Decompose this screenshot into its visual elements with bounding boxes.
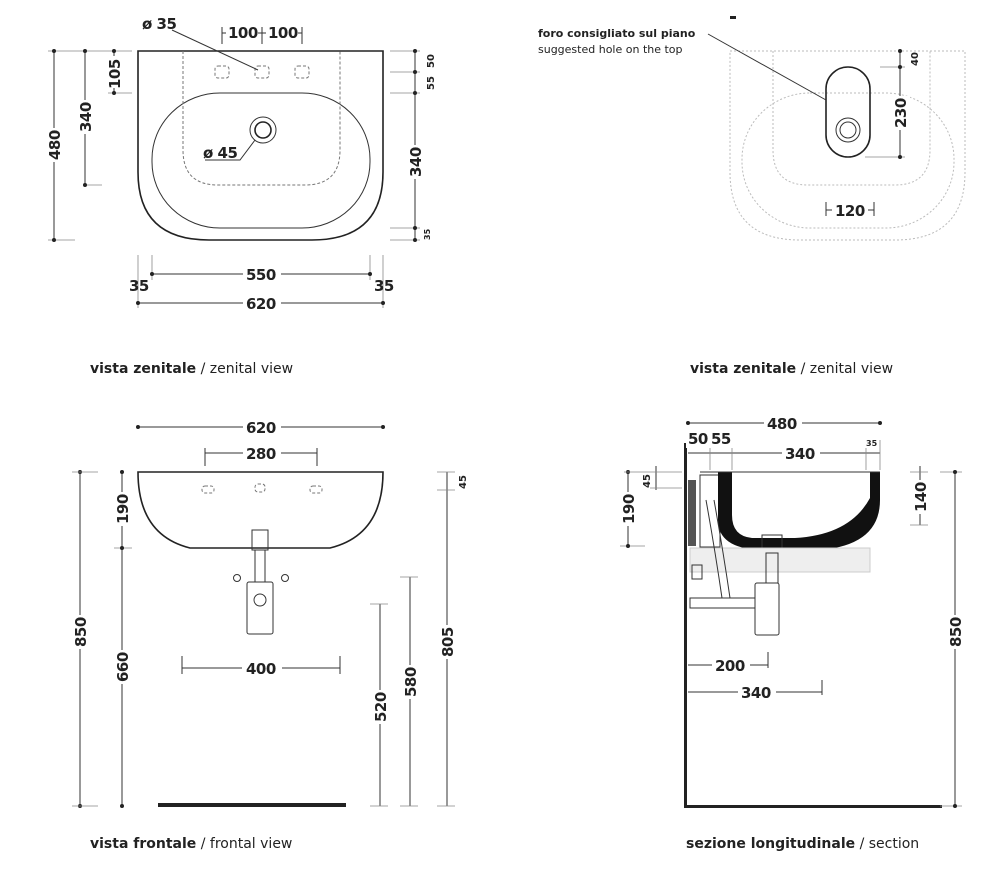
dim-280: 280 bbox=[246, 445, 276, 463]
note-italian: foro consigliato sul piano bbox=[538, 27, 696, 40]
dim-520: 520 bbox=[372, 692, 390, 722]
dim-480-section: 480 bbox=[767, 415, 797, 433]
dim-200: 200 bbox=[715, 657, 745, 675]
basin-section bbox=[718, 472, 880, 550]
dim-660: 660 bbox=[114, 652, 132, 682]
caption-section: sezione longitudinale / section bbox=[686, 836, 919, 852]
hole-diameter-label: ø 35 bbox=[142, 15, 176, 33]
dim-550: 550 bbox=[246, 266, 276, 284]
wall-line bbox=[684, 443, 687, 808]
dim-50-section: 50 bbox=[688, 430, 708, 448]
zenital-view-right: foro consigliato sul piano suggested hol… bbox=[538, 16, 966, 377]
dim-35-left-side: 35 bbox=[129, 277, 149, 295]
frontal-view: 620 280 400 850 190 660 520 580 805 4 bbox=[70, 417, 469, 852]
floor-line bbox=[158, 803, 346, 807]
dim-35-section: 35 bbox=[866, 439, 878, 448]
basin-outline bbox=[137, 50, 384, 241]
dim-35-right: 35 bbox=[423, 228, 432, 240]
dim-45-section: 45 bbox=[642, 474, 653, 488]
dim-140: 140 bbox=[912, 482, 930, 512]
dim-340-left: 340 bbox=[77, 102, 95, 132]
drain-outer bbox=[249, 116, 277, 144]
dim-620-front: 620 bbox=[246, 419, 276, 437]
dim-55-section: 55 bbox=[711, 430, 731, 448]
dim-40: 40 bbox=[910, 52, 921, 66]
basin-outline-hidden bbox=[729, 50, 966, 241]
dim-100-b: 100 bbox=[268, 24, 298, 42]
dim-340-section: 340 bbox=[785, 445, 815, 463]
suggested-hole-slot bbox=[825, 66, 871, 158]
basin-front-outline bbox=[137, 471, 384, 549]
dim-105: 105 bbox=[106, 59, 124, 89]
caption-zenital-right: vista zenitale / zenital view bbox=[690, 361, 893, 377]
dim-55: 55 bbox=[426, 76, 437, 90]
dim-190-section: 190 bbox=[620, 494, 638, 524]
dim-50: 50 bbox=[426, 54, 437, 68]
dim-805: 805 bbox=[439, 627, 457, 657]
drain-inner bbox=[254, 121, 272, 139]
dim-580: 580 bbox=[402, 667, 420, 697]
siphon-section bbox=[689, 499, 780, 636]
mark bbox=[730, 16, 736, 19]
dim-850-front: 850 bbox=[72, 617, 90, 647]
caption-frontal: vista frontale / frontal view bbox=[90, 836, 292, 852]
dim-45-front: 45 bbox=[458, 475, 469, 489]
dim-230: 230 bbox=[892, 98, 910, 128]
dim-100-a: 100 bbox=[228, 24, 258, 42]
siphon bbox=[233, 529, 289, 635]
note-english: suggested hole on the top bbox=[538, 43, 683, 56]
dim-340-right: 340 bbox=[407, 147, 425, 177]
tap-holes-front bbox=[201, 483, 323, 494]
drain-diameter-label: ø 45 bbox=[203, 144, 237, 162]
dim-340-under: 340 bbox=[741, 684, 771, 702]
dim-620: 620 bbox=[246, 295, 276, 313]
zenital-view-left: ø 35 ø 45 100 100 480 340 105 bbox=[44, 15, 437, 377]
dim-480: 480 bbox=[46, 130, 64, 160]
dim-190-front: 190 bbox=[114, 494, 132, 524]
caption-zenital-left: vista zenitale / zenital view bbox=[90, 361, 293, 377]
dim-120: 120 bbox=[835, 202, 865, 220]
dim-35-right-side: 35 bbox=[374, 277, 394, 295]
tap-holes bbox=[214, 65, 310, 79]
floor-line-section bbox=[684, 805, 942, 808]
hidden-bowl-line bbox=[182, 51, 341, 186]
dim-850-section: 850 bbox=[947, 617, 965, 647]
dim-400: 400 bbox=[246, 660, 276, 678]
section-view: 480 50 55 340 35 190 45 140 850 200 34 bbox=[618, 413, 965, 852]
bowl-outline bbox=[151, 92, 371, 229]
